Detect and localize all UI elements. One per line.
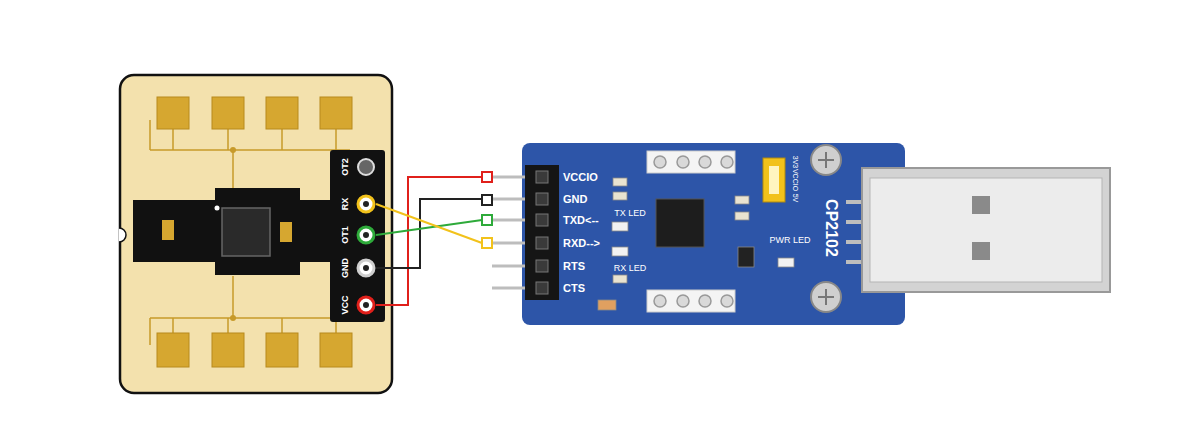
- sensor-pin: OT2: [334, 154, 376, 180]
- pin-name: RTS: [563, 259, 585, 273]
- adapter-pin: RTS: [482, 256, 589, 276]
- adapter-pin: RXD-->: [482, 233, 604, 253]
- adapter-pin: TXD<--: [482, 210, 603, 230]
- pin-name: VCCIO: [563, 170, 598, 184]
- sensor-pin: VCC: [334, 292, 376, 318]
- pin-name: GND: [334, 255, 356, 281]
- pin-name: GND: [563, 192, 587, 206]
- silkscreen-text: VCCIO: [792, 169, 799, 191]
- silkscreen-text: 5V: [792, 194, 799, 203]
- pin-name: CTS: [563, 281, 585, 295]
- wire: [376, 220, 482, 235]
- adapter-pin: VCCIO: [482, 167, 602, 187]
- pin-name: OT2: [334, 154, 356, 180]
- pin-name: RXD-->: [563, 236, 600, 250]
- led-label: TX LED: [614, 208, 646, 218]
- wire: [376, 199, 482, 268]
- silkscreen-text: 3V3: [792, 156, 799, 168]
- sensor-pin: GND: [334, 255, 376, 281]
- pin-name: OT1: [334, 222, 356, 248]
- sensor-pin: RX: [334, 191, 376, 217]
- led-label: PWR LED: [769, 235, 810, 245]
- pin-name: VCC: [334, 292, 356, 318]
- led-label: RX LED: [614, 263, 647, 273]
- silkscreen-text: CP2102: [822, 199, 840, 257]
- pin-name: TXD<--: [563, 213, 599, 227]
- adapter-pin: CTS: [482, 278, 589, 298]
- pin-name: RX: [334, 191, 356, 217]
- wire: [376, 177, 482, 305]
- wire: [376, 204, 482, 243]
- sensor-pin: OT1: [334, 222, 376, 248]
- adapter-pin: GND: [482, 189, 592, 209]
